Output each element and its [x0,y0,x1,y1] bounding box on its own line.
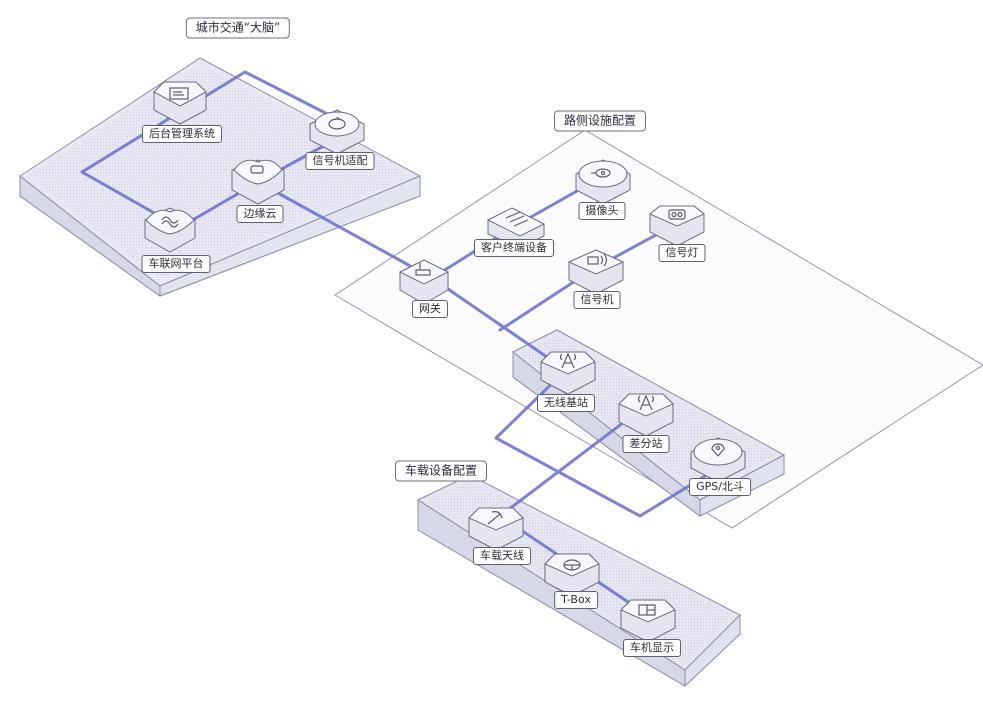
city-brain-zone-pad [19,57,422,297]
node-label-client-terminal: 客户终端设备 [474,239,554,257]
node-label-signal-machine: 信号机 [573,291,621,309]
node-label-gateway: 网关 [412,300,448,318]
node-label-v2x-platform: 车联网平台 [141,255,211,273]
node-label-edge-cloud: 边缘云 [236,205,284,223]
zone-label-vehicle: 车载设备配置 [394,460,488,482]
terminal-device-icon [505,211,529,227]
node-label-wireless-base: 无线基站 [537,394,595,412]
node-vehicle-antenna[interactable] [468,507,524,551]
node-label-gps: GPS/北斗 [689,478,751,496]
node-v2x-platform[interactable] [144,207,196,253]
server-dashboard-icon [169,87,189,100]
node-label-camera: 摄像头 [578,202,626,220]
link-base-diff-loop [494,364,720,518]
display-icon [638,604,656,616]
router-icon [415,263,431,276]
node-gateway[interactable] [398,259,450,305]
node-client-terminal[interactable] [486,207,546,249]
node-label-vehicle-antenna: 车载天线 [473,547,531,565]
cloud-icon [250,165,264,174]
node-label-tbox: T-Box [554,591,598,609]
antenna-icon [487,511,503,525]
node-label-backend: 后台管理系统 [142,125,222,143]
antenna-tower-icon [637,394,655,411]
cloud-link-icon [161,216,179,228]
link-city-loop [80,70,345,174]
node-car-display[interactable] [620,599,676,643]
signal-controller-icon [587,253,608,267]
link-gateway-base [430,276,562,368]
node-label-traffic-light: 信号灯 [658,244,706,262]
node-diff-station[interactable] [618,393,674,437]
node-edge-cloud[interactable] [231,159,285,205]
link-edge-gateway [256,180,434,280]
node-backend[interactable] [153,81,207,125]
traffic-light-icon [668,209,686,220]
node-signal-machine[interactable] [567,249,625,295]
node-tbox[interactable] [544,553,600,597]
location-pin-icon [711,443,725,457]
refresh-cycle-icon [328,116,346,130]
node-label-diff-station: 差分站 [622,435,670,453]
antenna-tower-icon [559,352,577,369]
camera-icon [591,168,611,178]
node-camera[interactable] [575,159,631,205]
node-label-car-display: 车机显示 [623,639,681,657]
node-traffic-light[interactable] [649,205,705,247]
steering-wheel-icon [563,559,581,571]
zone-label-city-brain: 城市交通“大脑” [185,17,291,39]
node-wireless-base[interactable] [540,351,596,395]
node-gps[interactable] [690,437,746,483]
node-signal-adapter[interactable] [309,109,365,155]
node-label-signal-adapter: 信号机适配 [305,152,375,170]
zone-label-roadside: 路侧设施配置 [553,110,647,132]
